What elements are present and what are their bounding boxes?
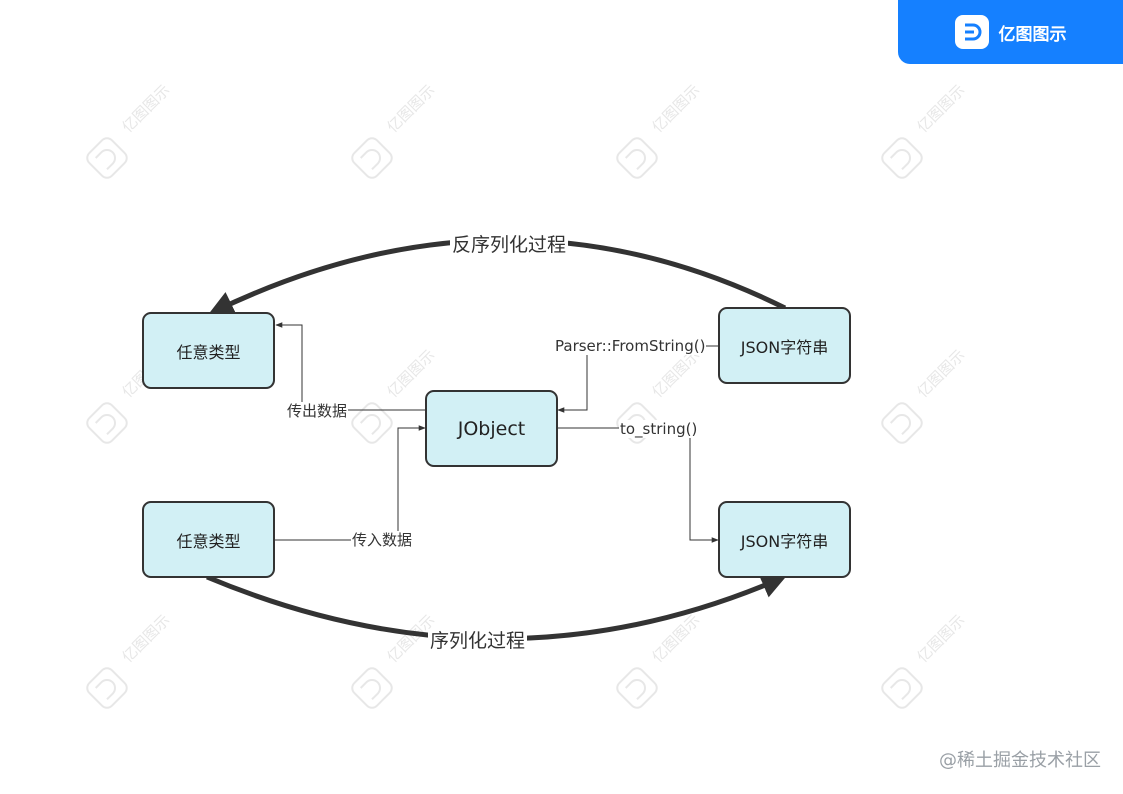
json-bottom-label: JSON字符串 bbox=[740, 531, 829, 551]
json-string-node-bottom[interactable]: JSON字符串 bbox=[718, 501, 851, 578]
parser-connector bbox=[557, 345, 718, 413]
serialize-label: 序列化过程 bbox=[428, 630, 528, 652]
output-data-connector bbox=[275, 322, 426, 411]
edraw-brand-badge: 亿图图示 bbox=[898, 0, 1123, 64]
edraw-logo-icon bbox=[954, 15, 989, 49]
any-type-bottom-label: 任意类型 bbox=[176, 531, 241, 551]
input-data-connector bbox=[275, 425, 426, 541]
input-data-label: 传入数据 bbox=[351, 531, 414, 549]
any-type-node-top[interactable]: 任意类型 bbox=[142, 312, 275, 389]
any-type-top-label: 任意类型 bbox=[176, 342, 241, 362]
to-string-label: to_string() bbox=[619, 420, 699, 438]
deserialize-label: 反序列化过程 bbox=[450, 234, 569, 256]
parser-label: Parser::FromString() bbox=[554, 337, 707, 355]
brand-name: 亿图图示 bbox=[998, 24, 1067, 45]
jobject-label: JObject bbox=[457, 417, 526, 440]
json-top-label: JSON字符串 bbox=[740, 337, 829, 357]
json-string-node-top[interactable]: JSON字符串 bbox=[718, 307, 851, 384]
jobject-node[interactable]: JObject bbox=[425, 390, 558, 467]
footer-watermark: @稀土掘金技术社区 bbox=[939, 750, 1101, 771]
output-data-label: 传出数据 bbox=[286, 402, 349, 420]
any-type-node-bottom[interactable]: 任意类型 bbox=[142, 501, 275, 578]
to-string-connector bbox=[558, 427, 719, 543]
